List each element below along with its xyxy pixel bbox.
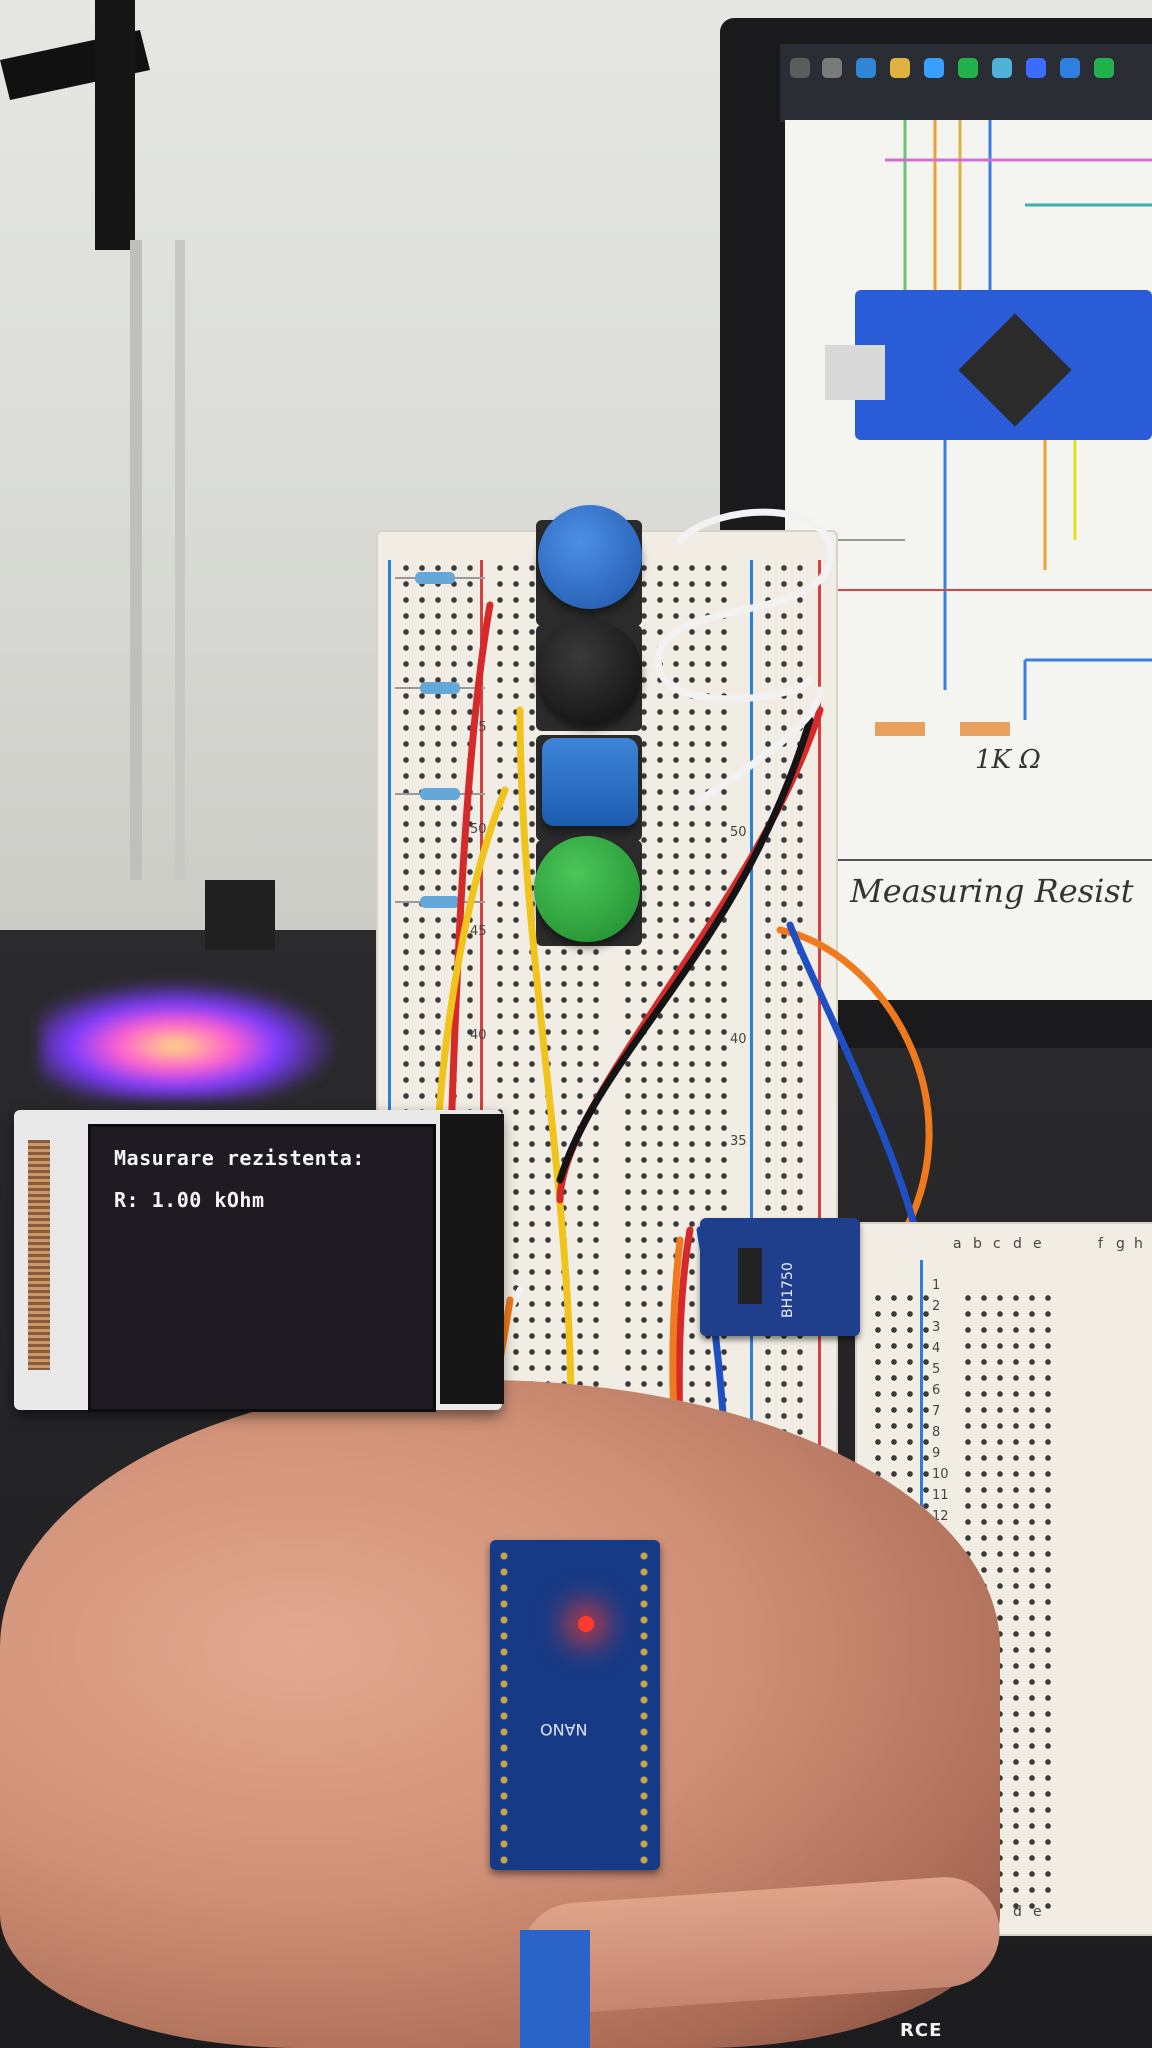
arduino-nano-board <box>490 1540 660 1870</box>
column-letter: f <box>1098 1236 1103 1252</box>
lcd-flex-cable <box>28 1140 50 1370</box>
sensor-chip <box>738 1248 762 1304</box>
lcd-screen <box>88 1124 436 1412</box>
nano-pins <box>636 1548 654 1868</box>
column-letter: d <box>1013 1236 1022 1252</box>
right-row-number: 10 <box>932 1467 949 1482</box>
push-button-blue-round[interactable] <box>538 505 642 609</box>
rgb-light <box>40 980 340 1100</box>
watermark-text: RCE <box>900 2020 943 2041</box>
column-letter: d <box>1013 1904 1022 1920</box>
lcd-pcb <box>440 1114 504 1404</box>
taskbar-icon <box>890 58 910 78</box>
lamp-stand <box>0 0 275 950</box>
taskbar-icon <box>958 58 978 78</box>
column-letter: e <box>1033 1236 1042 1252</box>
monitor-taskbar <box>780 44 1152 122</box>
column-letter: e <box>1033 1904 1042 1920</box>
power-led <box>578 1616 594 1632</box>
taskbar-icon <box>1060 58 1080 78</box>
taskbar-icon <box>1094 58 1114 78</box>
push-button-green[interactable] <box>534 836 640 942</box>
taskbar-icon <box>856 58 876 78</box>
row-number: 40 <box>470 1028 487 1043</box>
right-row-number: 11 <box>932 1488 949 1503</box>
column-letter: c <box>993 1236 1001 1252</box>
nano-label: NANO <box>540 1720 588 1739</box>
right-row-number: 8 <box>932 1425 941 1440</box>
taskbar-icon <box>924 58 944 78</box>
right-row-number: 4 <box>932 1341 941 1356</box>
column-letter: g <box>1116 1236 1125 1252</box>
column-letter: b <box>973 1236 982 1252</box>
row-number: 35 <box>730 1134 747 1149</box>
rail-blue-right <box>750 560 753 1870</box>
lcd-line-measurement-title: Masurare rezistenta: <box>114 1146 365 1170</box>
rail-red-right <box>818 560 821 1870</box>
taskbar-icon <box>822 58 842 78</box>
taskbar-icon <box>790 58 810 78</box>
light-sensor-module <box>700 1218 860 1336</box>
schematic-title-handwriting: Measuring Resist <box>850 872 1134 910</box>
right-row-number: 1 <box>932 1278 941 1293</box>
right-row-number: 5 <box>932 1362 941 1377</box>
column-letter: a <box>953 1236 962 1252</box>
row-number: 50 <box>730 825 747 840</box>
schematic-label-resistor: 1K Ω <box>975 745 1041 775</box>
row-number: 45 <box>470 924 487 939</box>
nano-pins <box>496 1548 514 1868</box>
push-button-blue-square[interactable] <box>542 738 638 826</box>
taskbar-icon <box>1026 58 1046 78</box>
right-row-number: 6 <box>932 1383 941 1398</box>
push-button-black[interactable] <box>538 620 642 724</box>
right-row-number: 3 <box>932 1320 941 1335</box>
schematic-screen <box>785 120 1152 1000</box>
row-number: 50 <box>470 822 487 837</box>
usb-cable <box>520 1930 590 2048</box>
right-row-number: 2 <box>932 1299 941 1314</box>
right-row-number: 9 <box>932 1446 941 1461</box>
right-row-number: 7 <box>932 1404 941 1419</box>
lcd-line-resistance-value: R: 1.00 kOhm <box>114 1188 265 1212</box>
column-letter: h <box>1134 1236 1143 1252</box>
sensor-label: BH1750 <box>780 1262 796 1318</box>
row-number: 40 <box>730 1032 747 1047</box>
taskbar-icon <box>992 58 1012 78</box>
